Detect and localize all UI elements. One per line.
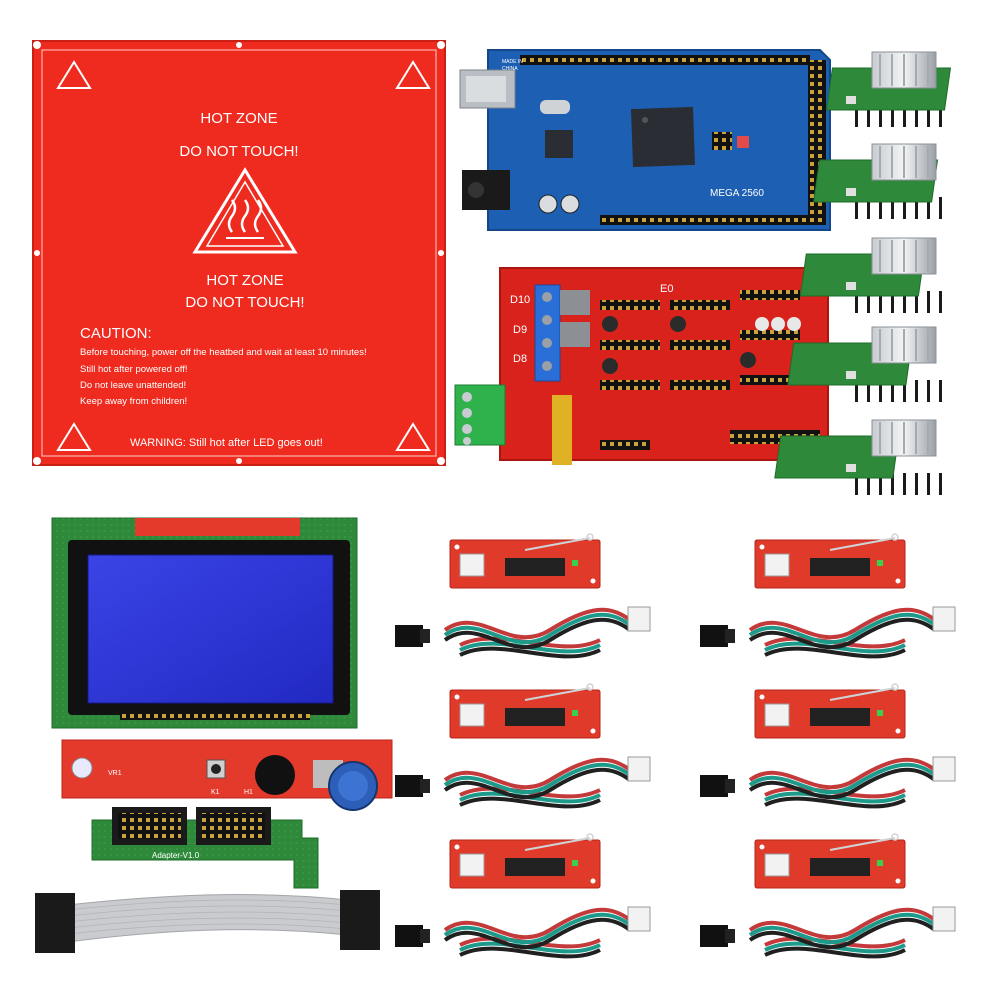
hot-surface-icon: [192, 167, 298, 254]
jst-connector: [932, 756, 956, 782]
heatsink: [871, 326, 937, 364]
endstop-board: [754, 533, 906, 589]
endstop-cable: [395, 756, 651, 809]
k1-label: K1: [211, 789, 220, 796]
dupont-connector: [700, 925, 728, 947]
dupont-connector: [395, 925, 423, 947]
endstop-cable: [700, 606, 956, 659]
endstop-kit: [395, 683, 651, 809]
made-in-label: MADE IN: [502, 59, 523, 65]
pin-label-d9: D9: [513, 324, 527, 336]
adapter-board: Adapter-V1.0: [91, 807, 319, 889]
endstop-board: [449, 683, 601, 739]
heatsink: [871, 237, 937, 275]
stepper-driver: [787, 326, 942, 402]
endstop-cable: [700, 906, 956, 959]
jst-connector: [932, 906, 956, 932]
warning-icon: [56, 60, 431, 451]
stepper-drivers: [774, 51, 952, 495]
caution-line: Before touching, power off the heatbed a…: [80, 347, 367, 358]
jst-connector: [627, 756, 651, 782]
ribbon-cable: [35, 890, 380, 953]
endstop-cable: [395, 906, 651, 959]
caution-title: CAUTION:: [80, 325, 152, 342]
endstop-board: [754, 833, 906, 889]
stepper-driver: [799, 237, 942, 313]
do-not-touch-label-bottom: DO NOT TOUCH!: [185, 294, 304, 311]
dupont-connector: [700, 775, 728, 797]
heatsink: [871, 419, 937, 457]
ramps-board: D10 D9 D8 E0: [454, 267, 829, 465]
jst-connector: [627, 906, 651, 932]
endstop-board: [449, 833, 601, 889]
caution-line: Keep away from children!: [80, 396, 187, 407]
endstop-cable: [395, 606, 651, 659]
e0-label: E0: [660, 283, 673, 295]
buzzer: [255, 755, 295, 795]
endstop-modules: [395, 533, 956, 959]
pin-label-d8: D8: [513, 353, 527, 365]
endstop-kit: [700, 833, 956, 959]
endstop-kit: [395, 833, 651, 959]
lcd-screen: [88, 555, 333, 703]
hot-zone-label-top: HOT ZONE: [200, 110, 277, 127]
stepper-driver: [774, 419, 942, 495]
rotary-encoder-knob: [313, 760, 378, 811]
warning-footer: WARNING: Still hot after LED goes out!: [130, 437, 323, 449]
country-label: CHINA: [502, 66, 518, 72]
dupont-connector: [395, 625, 423, 647]
stepper-driver: [813, 143, 942, 219]
pin-label-d10: D10: [510, 294, 530, 306]
vr-label: VR1: [108, 770, 122, 777]
caution-line: Do not leave unattended!: [80, 380, 186, 391]
endstop-kit: [700, 533, 956, 659]
jst-connector: [932, 606, 956, 632]
endstop-board: [449, 533, 601, 589]
heatsink: [871, 51, 937, 89]
stepper-driver: [825, 51, 952, 127]
h1-label: H1: [244, 789, 253, 796]
jst-connector: [627, 606, 651, 632]
dupont-connector: [395, 775, 423, 797]
mega-label: MEGA 2560: [710, 188, 764, 199]
heatbed-board: HOT ZONE DO NOT TOUCH! HOT ZONE DO NOT T…: [32, 40, 446, 466]
dupont-connector: [700, 625, 728, 647]
endstop-cable: [700, 756, 956, 809]
do-not-touch-label-top: DO NOT TOUCH!: [179, 143, 298, 160]
adapter-label: Adapter-V1.0: [152, 851, 200, 860]
lcd-controller: VR1 K1 H1: [51, 517, 393, 811]
endstop-board: [754, 683, 906, 739]
hot-zone-label-bottom: HOT ZONE: [206, 272, 283, 289]
heatsink: [871, 143, 937, 181]
endstop-kit: [395, 533, 651, 659]
caution-line: Still hot after powered off!: [80, 364, 188, 375]
mega-2560-board: MEGA 2560 MADE IN CHINA: [459, 49, 831, 231]
endstop-kit: [700, 683, 956, 809]
